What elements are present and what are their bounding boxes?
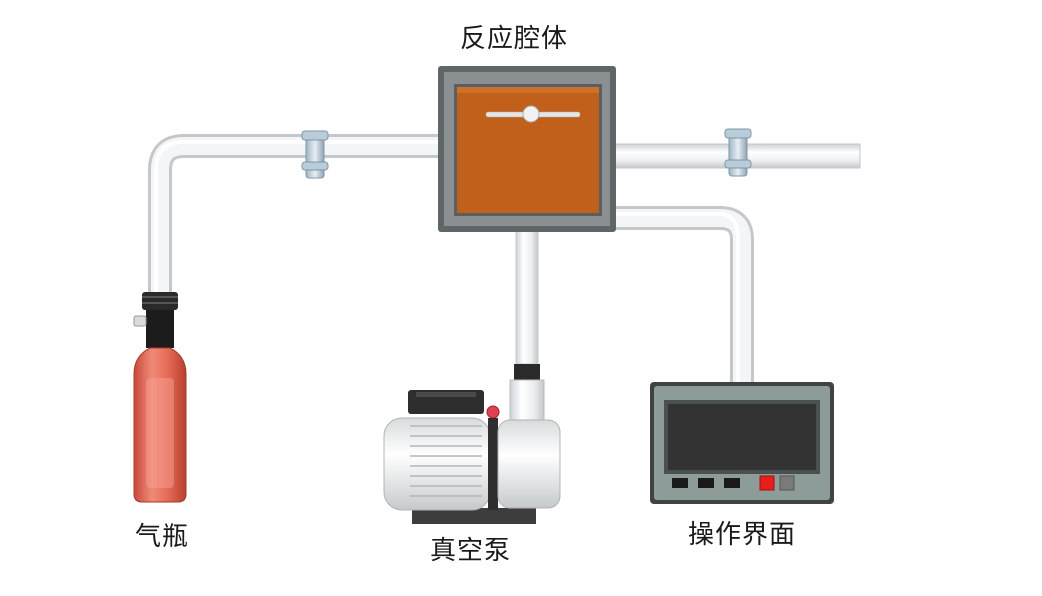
gas-cylinder	[133, 292, 187, 503]
pump-outlet	[514, 364, 540, 382]
control-panel	[650, 382, 834, 504]
panel-button-1	[672, 478, 688, 488]
panel-button-red	[759, 475, 775, 491]
pipe-left-elbow	[148, 134, 440, 292]
pipe-clamp-right	[724, 128, 752, 177]
panel-button-gray	[779, 475, 795, 491]
cylinder-body	[133, 347, 187, 503]
cylinder-cap	[142, 292, 178, 310]
pump-base	[412, 508, 536, 524]
cylinder-valve	[133, 315, 147, 327]
pump-divider	[488, 418, 498, 510]
panel-button-2	[698, 478, 714, 488]
panel-button-3	[724, 478, 740, 488]
gas-cylinder-label: 气瓶	[135, 522, 190, 552]
chamber-label: 反应腔体	[460, 24, 569, 54]
control-panel-label: 操作界面	[688, 520, 797, 550]
cylinder-neck	[146, 310, 174, 348]
pipe-to-panel	[614, 206, 754, 384]
panel-screen	[668, 404, 816, 470]
reaction-chamber	[438, 66, 616, 232]
vacuum-pump-label: 真空泵	[430, 536, 512, 566]
pipe-to-pump	[515, 229, 539, 365]
chamber-rod-knob	[522, 105, 540, 123]
vacuum-pump	[383, 364, 561, 524]
pipe-clamp-left	[301, 130, 329, 179]
pump-head	[497, 419, 561, 509]
pump-red-cap	[486, 405, 500, 419]
